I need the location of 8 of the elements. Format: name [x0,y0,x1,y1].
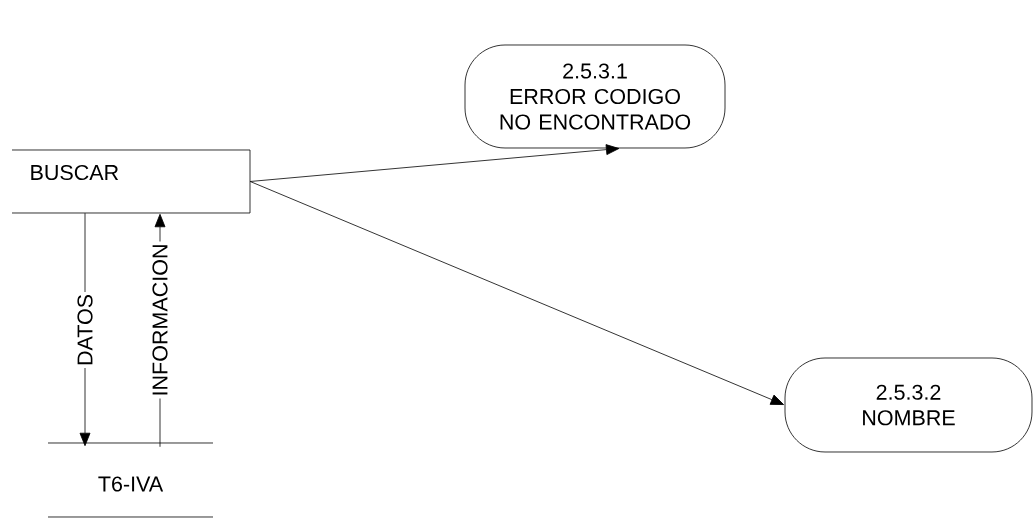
rounded-process-box: 2.5.3.2 NOMBRE [784,357,1033,453]
data-store: T6-IVA [47,442,214,518]
arrow [249,144,620,182]
edge-label: INFORMACION [150,241,170,399]
process-box: BUSCAR [11,149,251,214]
rounded-process-box: 2.5.3.1 ERROR CODIGO NO ENCONTRADO [464,44,726,149]
arrow [249,181,784,405]
edge-label: DATOS [75,291,95,369]
